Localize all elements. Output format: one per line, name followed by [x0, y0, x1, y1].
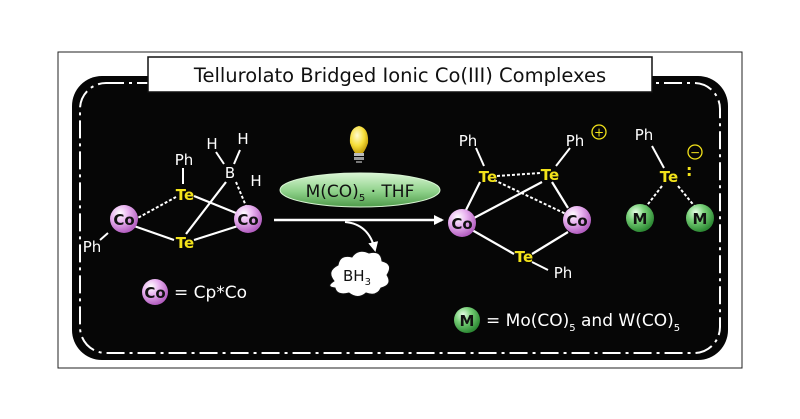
scheme-panel	[72, 76, 728, 360]
bond-te-co-hashed	[493, 179, 567, 215]
m-ball-legend	[454, 307, 480, 333]
lone-pair: :	[686, 161, 692, 180]
co-ball	[563, 206, 591, 234]
bond-te-co-right	[551, 181, 569, 209]
anion-complex: Ph Te : − M M	[626, 126, 714, 232]
boron-label: B	[225, 164, 235, 182]
hydrogen-label: H	[250, 172, 261, 190]
te-label: Te	[660, 168, 678, 186]
m-ball	[686, 204, 714, 232]
hydrogen-label: H	[237, 130, 248, 148]
light-bulb-icon	[349, 126, 369, 163]
bond-te-co-bottom	[531, 231, 569, 255]
legend-co-symbol: Co	[144, 284, 165, 302]
legend-m-symbol: M	[460, 312, 475, 330]
positive-charge-icon	[591, 124, 607, 140]
co-ball	[448, 209, 476, 237]
te-label: Te	[515, 248, 533, 266]
reagent-formula: M(CO)5 · THF	[306, 182, 415, 204]
scheme-title: Tellurolato Bridged Ionic Co(III) Comple…	[193, 64, 606, 87]
legend-m: M = Mo(CO)5 and W(CO)5	[454, 307, 680, 334]
bond-co-te	[463, 181, 481, 215]
byproduct-cloud: BH3	[329, 250, 391, 297]
bond-b-h-co	[235, 181, 247, 207]
byproduct-arrow	[344, 221, 379, 252]
bond-co-ph	[99, 232, 109, 241]
co-label: Co	[451, 215, 472, 233]
te-label: Te	[541, 166, 559, 184]
legend-co-text: = Cp*Co	[174, 283, 247, 303]
bond-co-te2	[133, 224, 175, 242]
co-ball-left	[110, 205, 138, 233]
title-box	[147, 56, 653, 93]
bond-te-ph	[555, 147, 571, 167]
co-ball-right	[234, 205, 262, 233]
co-label: Co	[566, 212, 587, 230]
phenyl-label: Ph	[459, 132, 478, 150]
bond-co-te-bottom	[471, 229, 515, 255]
co-ball-legend	[142, 279, 168, 305]
bond-b-h2	[233, 149, 241, 165]
te-label: Te	[176, 234, 194, 252]
bond-te2-co	[193, 224, 239, 242]
bond-co-te-hashed	[133, 196, 177, 221]
reagent-pill: M(CO)5 · THF	[279, 172, 441, 208]
bond-te-te-hashed	[496, 172, 541, 177]
phenyl-label: Ph	[83, 238, 102, 256]
co-label: Co	[237, 211, 258, 229]
byproduct-formula: BH3	[343, 267, 371, 288]
phenyl-label: Ph	[635, 126, 654, 144]
bond-co-te-cross	[473, 181, 543, 219]
te-label: Te	[479, 168, 497, 186]
bond-te-ph	[651, 145, 665, 169]
legend-m-text: = Mo(CO)5 and W(CO)5	[486, 311, 680, 334]
negative-charge-icon	[687, 144, 703, 160]
legend-co: Co = Cp*Co	[142, 279, 247, 305]
m-label: M	[633, 210, 648, 228]
m-ball	[626, 204, 654, 232]
hydrogen-label: H	[206, 135, 217, 153]
bond-b-h1	[215, 151, 225, 165]
bond-te-ph	[531, 261, 549, 271]
bond-te2-b	[185, 181, 227, 235]
phenyl-label: Ph	[175, 151, 194, 169]
phenyl-label: Ph	[554, 264, 573, 282]
bond-te-co	[193, 194, 237, 215]
co-label: Co	[113, 211, 134, 229]
phenyl-label: Ph	[566, 132, 585, 150]
starting-complex: Co Co Te Te B H H H Ph Ph	[83, 130, 262, 256]
negative-charge: −	[690, 146, 700, 160]
cation-complex: Co Co Te Te Te Ph Ph Ph +	[448, 124, 607, 282]
bond-te-ph	[475, 147, 485, 167]
positive-charge: +	[594, 126, 604, 140]
m-label: M	[693, 210, 708, 228]
te-label: Te	[176, 186, 194, 204]
